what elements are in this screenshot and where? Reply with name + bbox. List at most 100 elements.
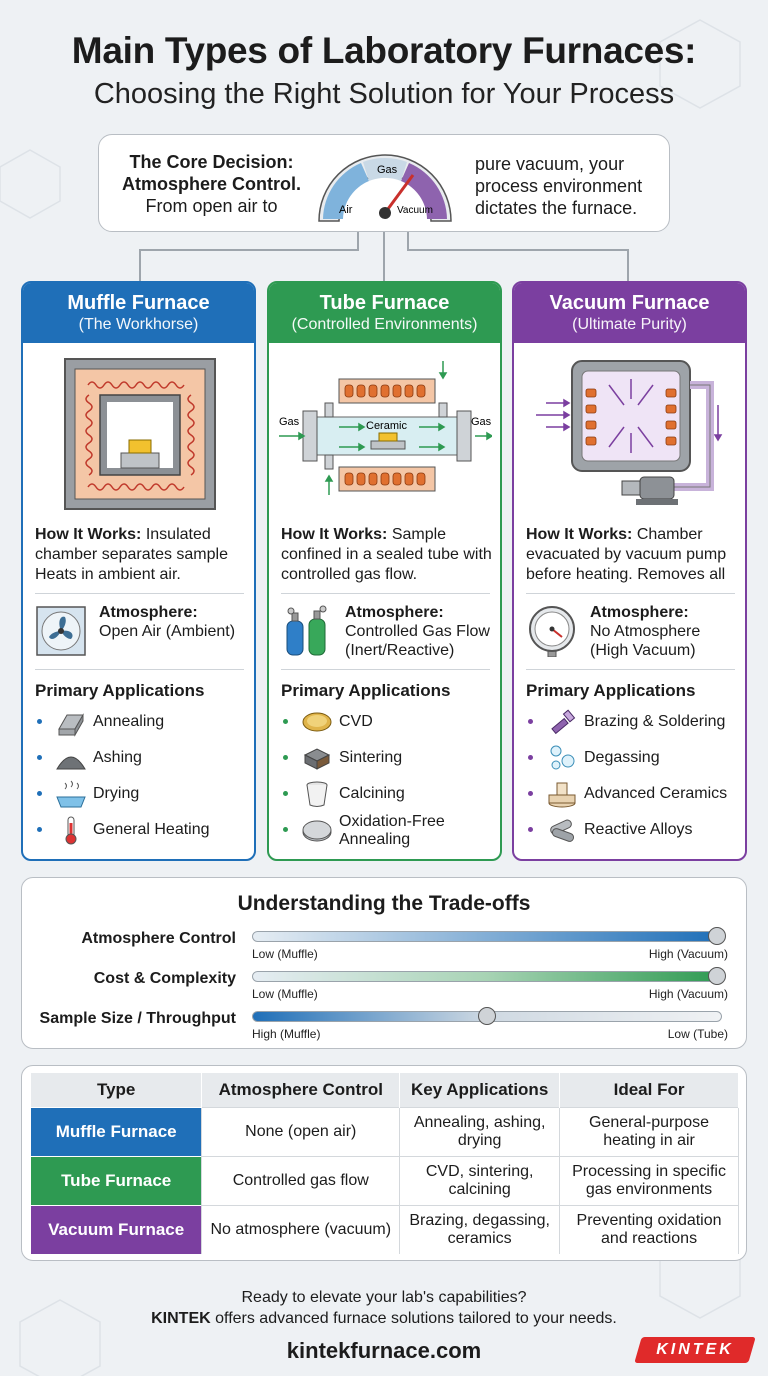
list-item: Oxidation-Free Annealing xyxy=(281,813,493,848)
tradeoff-high-label: Low (Tube) xyxy=(667,1027,728,1041)
table-cell: Vacuum Furnace xyxy=(31,1204,203,1254)
bullet xyxy=(37,755,42,760)
tube-furnace-card: Tube Furnace (Controlled Environments) xyxy=(267,281,502,861)
list-item: Advanced Ceramics xyxy=(526,777,738,811)
muffle-atmosphere-label: Atmosphere: xyxy=(99,604,198,621)
page-title: Main Types of Laboratory Furnaces: xyxy=(71,30,697,71)
table-cell: Brazing, degassing, ceramics xyxy=(399,1204,561,1254)
fan-icon xyxy=(36,606,86,656)
app-label: Drying xyxy=(93,785,140,802)
table-cell: CVD, sintering, calcining xyxy=(399,1155,561,1205)
ceramic-label: Ceramic xyxy=(366,420,407,432)
tradeoff-label: Cost & Complexity xyxy=(93,970,236,987)
list-item: Degassing xyxy=(526,741,738,775)
alloy-rods-icon xyxy=(550,819,575,842)
table-row: Tube Furnace Controlled gas flow CVD, si… xyxy=(31,1155,739,1205)
tradeoff-high-label: High (Vacuum) xyxy=(648,987,728,1001)
ash-pile-icon xyxy=(56,756,86,770)
tube-card-subtitle: (Controlled Environments) xyxy=(291,316,478,333)
table-cell: Processing in specific gas environments xyxy=(559,1155,739,1205)
tradeoffs-title: Understanding the Trade-offs xyxy=(237,892,531,915)
divider xyxy=(281,593,490,594)
table-cell: General-purpose heating in air xyxy=(559,1106,739,1156)
brazing-torch-icon xyxy=(551,709,576,735)
atmosphere-control-knob xyxy=(708,927,726,945)
footer-cta-line1: Ready to elevate your lab's capabilities… xyxy=(241,1289,527,1306)
tube-how-text: Sample confined in a sealed tube with co… xyxy=(281,526,492,583)
vacuum-atmosphere-label: Atmosphere: xyxy=(590,604,689,621)
muffle-apps-title: Primary Applications xyxy=(35,681,205,700)
bullet xyxy=(37,827,42,832)
website-link[interactable]: kintekfurnace.com xyxy=(286,1338,482,1363)
vacuum-how-it-works: How It Works: Chamber evacuated by vacuu… xyxy=(526,525,738,585)
atmosphere-gauge-icon: Air Gas Vacuum xyxy=(318,154,452,222)
muffle-atmosphere-value: Open Air (Ambient) xyxy=(99,623,236,640)
app-label: Brazing & Soldering xyxy=(584,713,726,730)
vacuum-card-subtitle: (Ultimate Purity) xyxy=(572,316,687,333)
thermometer-icon xyxy=(65,816,77,845)
table-cell: Controlled gas flow xyxy=(201,1155,401,1205)
table-row: Vacuum Furnace No atmosphere (vacuum) Br… xyxy=(31,1204,739,1254)
list-item: General Heating xyxy=(35,813,247,847)
tradeoff-low-label: Low (Muffle) xyxy=(252,947,318,961)
vacuum-card-title: Vacuum Furnace xyxy=(549,292,710,314)
column-header: Ideal For xyxy=(559,1073,739,1107)
list-item: Annealing xyxy=(35,705,247,739)
muffle-furnace-illustration xyxy=(64,358,216,510)
tradeoff-label: Sample Size / Throughput xyxy=(39,1010,236,1027)
list-item: CVD xyxy=(281,705,493,739)
muffle-how-text: Insulated chamber separates sample Heats… xyxy=(35,526,228,583)
divider xyxy=(35,669,244,670)
divider xyxy=(281,669,490,670)
comparison-table-panel: Type Atmosphere Control Key Applications… xyxy=(21,1065,747,1261)
tube-atmosphere: Atmosphere: Controlled Gas Flow (Inert/R… xyxy=(345,603,495,660)
tube-atmosphere-label: Atmosphere: xyxy=(345,604,444,621)
comparison-table: Type Atmosphere Control Key Applications… xyxy=(31,1073,739,1254)
muffle-furnace-card: Muffle Furnace (The Workhorse) How It Wo… xyxy=(21,281,256,861)
app-label: Oxidation-Free Annealing xyxy=(339,813,445,848)
column-header: Atmosphere Control xyxy=(201,1073,401,1107)
gas-in-label: Gas xyxy=(279,416,300,428)
table-cell: None (open air) xyxy=(201,1106,401,1156)
app-label: CVD xyxy=(339,713,373,730)
vacuum-atmosphere-value: No Atmosphere (High Vacuum) xyxy=(590,623,701,659)
core-decision-box: The Core Decision: Atmosphere Control. F… xyxy=(98,134,670,232)
tube-apps-title: Primary Applications xyxy=(281,681,451,700)
tradeoffs-panel: Understanding the Trade-offs Atmosphere … xyxy=(21,877,747,1049)
atmosphere-control-bar xyxy=(252,931,722,942)
vacuum-furnace-card: Vacuum Furnace (Ultimate Purity) xyxy=(512,281,747,861)
vacuum-atmosphere: Atmosphere: No Atmosphere (High Vacuum) xyxy=(590,603,740,660)
muffle-card-header: Muffle Furnace (The Workhorse) xyxy=(23,283,254,343)
divider xyxy=(526,593,735,594)
gas-cylinders-icon xyxy=(286,605,327,656)
bullet xyxy=(528,827,533,832)
tradeoff-high-label: High (Vacuum) xyxy=(648,947,728,961)
bullet xyxy=(283,755,288,760)
column-header: Type xyxy=(31,1073,203,1107)
list-item: Calcining xyxy=(281,777,493,811)
muffle-atmosphere: Atmosphere: Open Air (Ambient) xyxy=(99,603,249,641)
table-cell: Muffle Furnace xyxy=(31,1106,203,1156)
cost-complexity-bar xyxy=(252,971,722,982)
app-label: Reactive Alloys xyxy=(584,821,693,838)
tube-atmosphere-value: Controlled Gas Flow (Inert/Reactive) xyxy=(345,623,490,659)
sample-size-knob xyxy=(478,1007,496,1025)
table-cell: Preventing oxidation and reactions xyxy=(559,1204,739,1254)
bullet xyxy=(528,755,533,760)
logo-text: KINTEK xyxy=(656,1341,734,1358)
bullet xyxy=(37,791,42,796)
app-label: Calcining xyxy=(339,785,405,802)
tube-how-it-works: How It Works: Sample confined in a seale… xyxy=(281,525,493,585)
table-cell: Tube Furnace xyxy=(31,1155,203,1205)
footer-brand: KINTEK xyxy=(151,1310,211,1327)
bullet xyxy=(283,827,288,832)
vacuum-how-text: Chamber evacuated by vacuum pump before … xyxy=(526,526,727,583)
kintek-logo: KINTEK xyxy=(634,1337,756,1363)
bubbles-icon xyxy=(550,745,575,770)
bullet xyxy=(37,719,42,724)
vacuum-furnace-illustration xyxy=(536,360,723,505)
gauge-air-label: Air xyxy=(339,204,353,216)
core-decision-left: The Core Decision: Atmosphere Control. F… xyxy=(109,151,314,217)
drying-tray-icon xyxy=(56,780,86,808)
app-label: Advanced Ceramics xyxy=(584,785,728,802)
